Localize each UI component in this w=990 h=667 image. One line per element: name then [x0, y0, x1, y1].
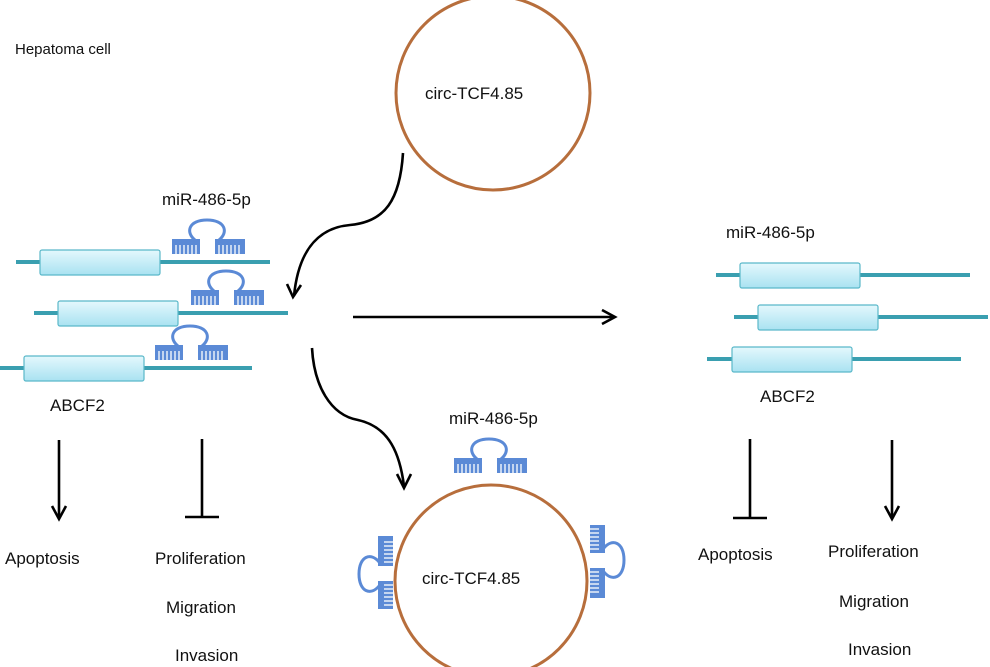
coding-region-box: [39, 249, 161, 276]
right-inhibit-arrow: [733, 439, 767, 520]
right-promote-arrow: [883, 440, 901, 522]
right-mrna-2: [734, 304, 988, 331]
coding-region-box: [739, 262, 861, 289]
right-panel: miR-486-5p ABCF2 Apoptosis Proliferation…: [698, 223, 988, 659]
sponged-mirna-right: [588, 523, 626, 600]
left-mirna-label: miR-486-5p: [162, 190, 251, 209]
top-circ-rna-label: circ-TCF4.85: [425, 84, 523, 103]
right-effect-apoptosis: Apoptosis: [698, 545, 773, 564]
left-inhibit-arrow: [185, 439, 219, 519]
coding-region-box: [23, 355, 145, 382]
right-mrna-3: [707, 346, 961, 373]
coding-region-box: [57, 300, 179, 327]
sponged-mirna-left: [357, 534, 395, 611]
right-mirna-label: miR-486-5p: [726, 223, 815, 242]
left-mirna-bound-2: [189, 269, 266, 307]
right-effect-invasion: Invasion: [848, 640, 911, 659]
right-mrna-label: ABCF2: [760, 387, 815, 406]
left-effect-apoptosis: Apoptosis: [5, 549, 80, 568]
sponged-mirna-top: [452, 437, 529, 475]
left-mrna-2: [34, 300, 288, 327]
right-effect-proliferation: Proliferation: [828, 542, 919, 561]
left-mirna-bound-1: [170, 218, 247, 256]
left-mrna-label: ABCF2: [50, 396, 105, 415]
arrow-left-to-right: [353, 308, 618, 326]
coding-region-box: [731, 346, 853, 373]
left-effect-proliferation: Proliferation: [155, 549, 246, 568]
circ-rna-ring: [394, 0, 592, 192]
left-mrna-1: [16, 249, 270, 276]
left-panel: miR-486-5p ABCF2 Apoptosis Proliferation: [0, 190, 288, 665]
cell-type-label: Hepatoma cell: [15, 41, 111, 58]
left-mrna-3: [0, 355, 252, 382]
bottom-circ-rna-label: circ-TCF4.85: [422, 569, 520, 588]
bottom-mirna-label: miR-486-5p: [449, 409, 538, 428]
top-circ-rna: circ-TCF4.85: [394, 0, 592, 192]
arrow-left-to-bottom-circ: [310, 347, 413, 491]
left-effect-migration: Migration: [166, 598, 236, 617]
circ-rna-ring: [393, 483, 589, 667]
coding-region-box: [757, 304, 879, 331]
arrow-top-circ-to-left: [285, 152, 405, 300]
left-promote-arrow: [50, 440, 68, 522]
left-mirna-bound-3: [153, 324, 230, 362]
left-effect-invasion: Invasion: [175, 646, 238, 665]
right-mrna-1: [716, 262, 970, 289]
bottom-circ-rna: miR-486-5p circ-TCF4.85: [357, 409, 626, 667]
right-effect-migration: Migration: [839, 592, 909, 611]
